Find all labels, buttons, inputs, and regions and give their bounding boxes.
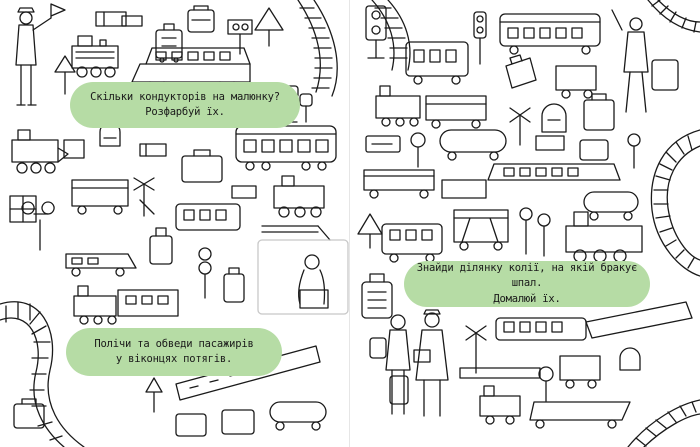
rail-track-icon	[371, 0, 411, 71]
level-crossing-sign-icon	[261, 225, 331, 241]
task-bubble-passengers: Полічи та обведи пасажирів у віконцях по…	[66, 328, 282, 376]
warning-sign-icon	[145, 377, 163, 413]
warning-sign-icon	[54, 55, 76, 95]
warning-sign-icon	[538, 366, 554, 402]
task-text-line: Скільки кондукторів на малюнку?	[90, 90, 280, 103]
rail-track-icon	[0, 301, 85, 447]
ticket-icon	[535, 135, 565, 151]
suitcase-icon	[149, 227, 173, 265]
rail-track-icon	[297, 0, 338, 97]
ticket-icon	[231, 185, 257, 199]
steam-engine-icon	[73, 285, 179, 325]
backpack-icon	[187, 5, 215, 33]
conductor-figure-icon	[611, 9, 679, 113]
task-bubble-sleepers: Знайди ділянку колії, на якій бракує шпа…	[404, 261, 650, 307]
passenger-car-icon	[495, 317, 587, 341]
passenger-car-icon	[499, 13, 601, 55]
passenger-car-icon	[381, 223, 443, 263]
tank-wagon-icon	[269, 401, 327, 431]
railway-signal-icon	[519, 207, 551, 257]
task-text-line: Домалюй їх.	[493, 292, 561, 305]
steam-engine-icon	[71, 35, 119, 78]
suitcase-icon	[361, 273, 393, 319]
ticket-icon	[139, 143, 167, 157]
page-gutter	[349, 0, 350, 447]
level-crossing-sign-icon	[459, 325, 541, 379]
freight-wagon-icon	[453, 209, 509, 251]
task-bubble-conductors: Скільки кондукторів на малюнку? Розфарбу…	[70, 82, 300, 128]
freight-wagon-icon	[559, 355, 601, 389]
freight-wagon-icon	[555, 65, 597, 99]
level-crossing-sign-icon	[133, 177, 155, 217]
suitcase-icon	[155, 23, 183, 63]
locomotive-icon	[65, 253, 137, 277]
suitcase-icon	[223, 267, 245, 303]
steam-engine-icon	[375, 85, 421, 127]
passenger-figure-icon	[369, 314, 411, 415]
warning-sign-icon	[254, 7, 284, 47]
suitcase-icon	[505, 54, 537, 89]
level-crossing-sign-icon	[509, 107, 531, 146]
passenger-car-icon	[405, 41, 469, 85]
rail-track-icon	[650, 129, 700, 277]
locomotive-icon	[71, 179, 129, 215]
task-text-line: у віконцях потягів.	[115, 353, 233, 365]
passenger-figure-icon	[257, 239, 349, 315]
warning-sign-icon	[357, 213, 383, 249]
ticket-icon	[365, 135, 401, 153]
traffic-light-icon	[473, 11, 487, 65]
warning-sign-icon	[627, 133, 641, 169]
steam-engine-icon	[363, 169, 435, 199]
rail-track-icon	[627, 399, 700, 447]
task-text-line: Знайди ділянку колії, на якій бракує шпа…	[416, 262, 638, 290]
rail-track-icon	[647, 0, 700, 33]
railway-signal-icon	[365, 5, 387, 59]
suitcase-icon	[175, 409, 255, 437]
backpack-icon	[619, 347, 641, 371]
passenger-car-icon	[487, 163, 621, 181]
task-text-line: Полічи та обведи пасажирів	[94, 337, 254, 350]
railway-signal-icon	[227, 19, 253, 55]
tank-wagon-icon	[439, 129, 507, 161]
passenger-car-icon	[235, 125, 337, 171]
traffic-light-icon	[198, 247, 212, 299]
suitcase-icon	[579, 139, 609, 161]
suitcase-icon	[181, 149, 223, 183]
suitcase-icon	[13, 398, 45, 429]
steam-engine-icon	[479, 385, 521, 425]
task-text-line: Розфарбуй їх.	[145, 106, 225, 118]
ticket-icon	[95, 11, 143, 27]
steam-engine-icon	[273, 175, 325, 218]
locomotive-icon	[585, 301, 693, 339]
locomotive-icon	[529, 401, 631, 429]
warning-sign-icon	[410, 132, 426, 168]
railway-signal-icon	[21, 201, 55, 251]
backpack-icon	[541, 103, 567, 133]
passenger-car-icon	[175, 203, 241, 231]
suitcase-icon	[583, 93, 615, 131]
tank-wagon-icon	[583, 191, 639, 221]
freight-wagon-icon	[9, 195, 37, 223]
steam-engine-icon	[11, 129, 85, 174]
locomotive-icon	[425, 95, 487, 129]
conductor-figure-icon	[413, 309, 449, 417]
conductor-figure-icon	[15, 3, 66, 106]
freight-wagon-icon	[441, 179, 487, 199]
